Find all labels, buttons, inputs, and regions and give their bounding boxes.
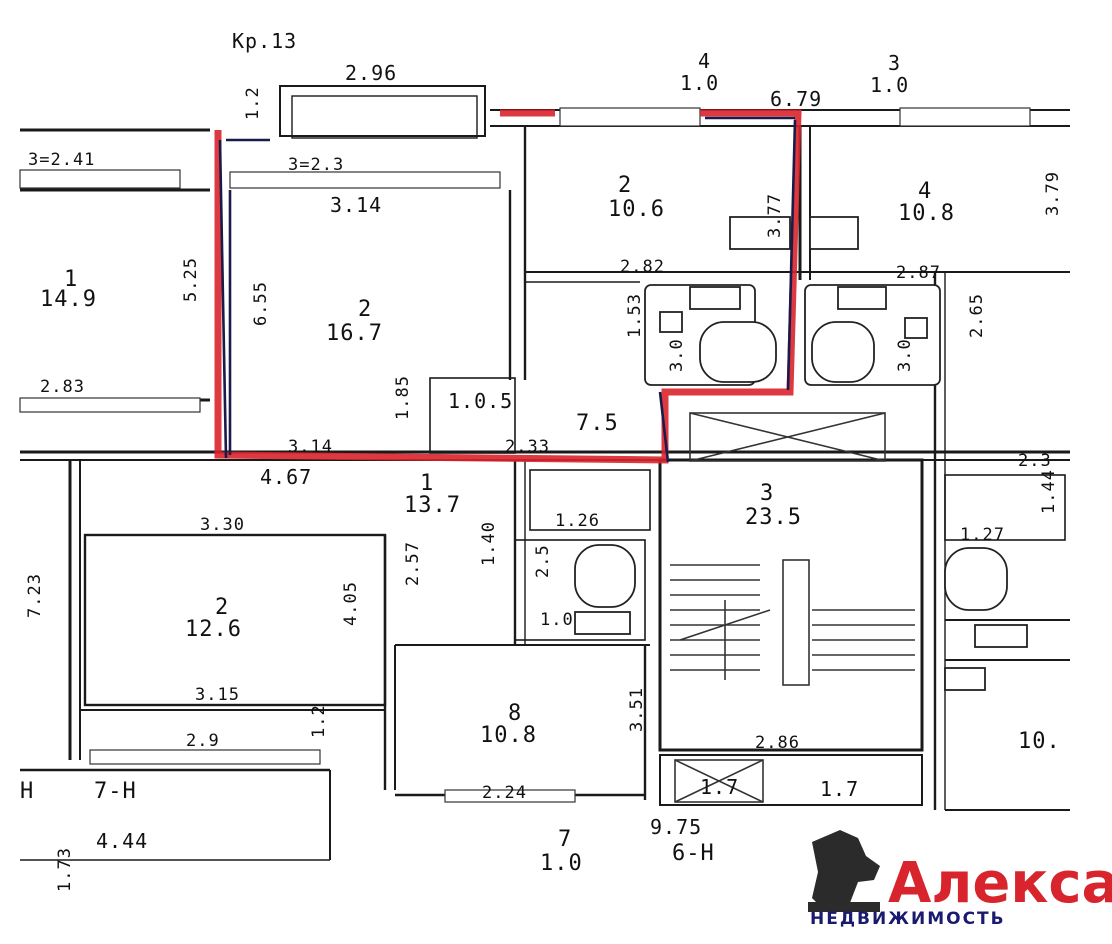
room8-area: 10.8 <box>480 723 537 748</box>
dim-2-87: 2.87 <box>896 263 941 283</box>
window-dim-room: 3=2.3 <box>288 155 344 175</box>
outer-dim-top: 6.79 <box>770 87 822 111</box>
lift-shafts <box>674 412 886 803</box>
left-room-area: 14.9 <box>40 287 97 312</box>
room-width-top: 3.14 <box>330 193 382 217</box>
room3-top-num: 3 <box>888 51 901 75</box>
dim-2-65: 2.65 <box>967 293 987 338</box>
code-7h: 7-H <box>94 779 137 804</box>
small-area-a: 2.5 <box>533 544 553 578</box>
main-room-dim: 6.55 <box>251 281 271 326</box>
dim-3-30: 3.30 <box>200 515 245 535</box>
dim-2-24: 2.24 <box>482 783 527 803</box>
right-area: 10. <box>1018 729 1061 754</box>
room-lower-area: 12.6 <box>185 617 242 642</box>
room4-top-area: 1.0 <box>680 71 719 95</box>
dim-7-23: 7.23 <box>25 573 45 618</box>
dim-1-85: 1.85 <box>393 375 413 420</box>
dim-4-67: 4.67 <box>260 465 312 489</box>
room7-area: 1.0 <box>540 851 583 876</box>
code-6h: 6-H <box>672 841 715 866</box>
bath-left-area: 3.0 <box>667 338 687 372</box>
left-room-dim: 5.25 <box>181 257 201 302</box>
left-room-num: 1 <box>64 267 78 292</box>
niche-area: 1.0.5 <box>448 389 513 413</box>
room7-num: 7 <box>558 827 572 852</box>
dim-1-44: 1.44 <box>1039 469 1059 514</box>
lift-area: 1.7 <box>700 775 739 799</box>
dim-2-9: 2.9 <box>186 731 220 751</box>
watermark: Александр НЕДВИЖИМОСТЬ <box>808 830 1112 929</box>
small-area-b: 1.0 <box>540 610 574 630</box>
fixtures <box>574 216 1028 691</box>
dim-1-27: 1.27 <box>960 525 1005 545</box>
brand-name: Александр <box>888 851 1112 916</box>
hall-area: 13.7 <box>404 493 461 518</box>
dim-4-05: 4.05 <box>341 581 361 626</box>
dim-2-57: 2.57 <box>403 541 423 586</box>
room2-num: 2 <box>618 173 632 198</box>
window-dim-left: 3=2.41 <box>28 150 95 170</box>
dim-2-3: 2.3 <box>1018 451 1052 471</box>
labels: Кр.13 2.96 1.2 4 1.0 3 1.0 6.79 3=2.41 3… <box>20 29 1063 892</box>
dim-2-33: 2.33 <box>505 437 550 457</box>
dim-2-82: 2.82 <box>620 257 665 277</box>
sculptor-icon <box>808 830 880 912</box>
bath-right-area: 3.0 <box>895 338 915 372</box>
main-room-num: 2 <box>358 297 372 322</box>
hall-num: 1 <box>420 471 434 496</box>
dim-9-75: 9.75 <box>650 815 702 839</box>
main-room-area: 16.7 <box>326 321 383 346</box>
room8-num: 8 <box>508 701 522 726</box>
dim-4-44: 4.44 <box>96 829 148 853</box>
balcony-width-label: 2.96 <box>345 61 397 85</box>
apartment-highlight <box>214 109 802 464</box>
dim-2-83: 2.83 <box>40 377 85 397</box>
room2-dim: 3.77 <box>765 193 785 238</box>
corridor-area: 7.5 <box>576 411 619 436</box>
shaft-area: 1.7 <box>820 777 859 801</box>
brand-subtitle: НЕДВИЖИМОСТЬ <box>810 909 1006 929</box>
dim-2-86: 2.86 <box>755 733 800 753</box>
dim-3-15: 3.15 <box>195 685 240 705</box>
dim-3-14-bottom: 3.14 <box>288 437 333 457</box>
room3-top-area: 1.0 <box>870 73 909 97</box>
dim-1-26: 1.26 <box>555 511 600 531</box>
dim-1-53: 1.53 <box>625 293 645 338</box>
dim-1-2: 1.2 <box>309 704 329 738</box>
dim-3-51: 3.51 <box>627 687 647 732</box>
room2-area: 10.6 <box>608 197 665 222</box>
stairs <box>670 559 915 686</box>
code-h: H <box>20 779 34 804</box>
stair-area: 23.5 <box>745 505 802 530</box>
dim-1-40: 1.40 <box>479 521 499 566</box>
stair-num: 3 <box>760 481 774 506</box>
room-lower-num: 2 <box>215 595 229 620</box>
room4-area: 10.8 <box>898 201 955 226</box>
room4-num: 4 <box>918 179 932 204</box>
room4-dim: 3.79 <box>1043 171 1063 216</box>
balcony-depth-label: 1.2 <box>243 86 263 120</box>
room4-top-num: 4 <box>698 49 711 73</box>
header-label: Кр.13 <box>232 29 297 53</box>
dim-1-73: 1.73 <box>55 847 75 892</box>
